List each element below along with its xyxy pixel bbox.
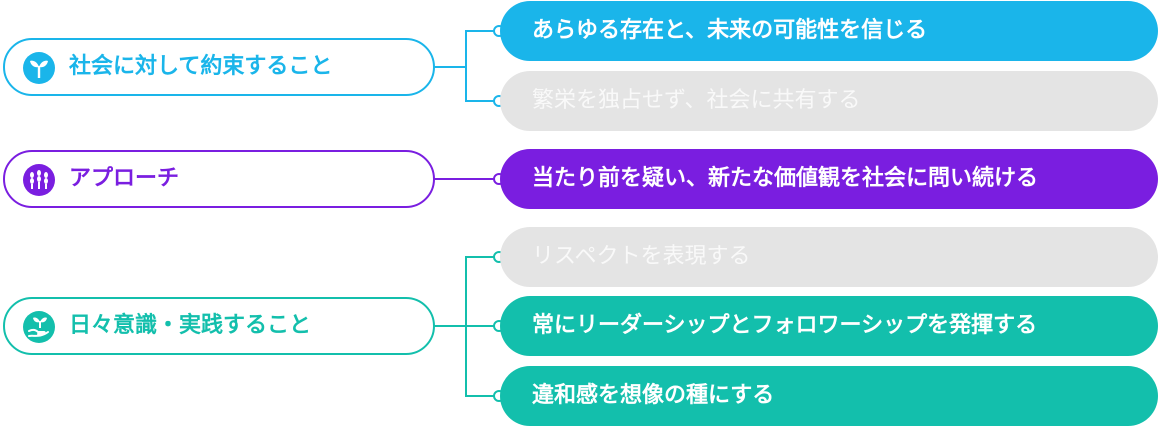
- category-promise: 社会に対して約束すること: [3, 38, 435, 96]
- hand-sprout-icon: [23, 311, 55, 343]
- sprout-icon: [23, 52, 55, 84]
- item-express-respect: リスペクトを表現する: [500, 227, 1158, 287]
- item-share-prosperity: 繁栄を独占せず、社会に共有する: [500, 71, 1158, 131]
- category-daily-practice: 日々意識・実践すること: [3, 297, 435, 355]
- item-question-norms: 当たり前を疑い、新たな価値観を社会に問い続ける: [500, 149, 1158, 209]
- category-label: 日々意識・実践すること: [69, 313, 312, 338]
- connector-group-1: [409, 30, 499, 102]
- wheat-icon: [23, 164, 55, 196]
- item-seed-of-imagination: 違和感を想像の種にする: [500, 366, 1158, 426]
- category-label: 社会に対して約束すること: [69, 54, 333, 79]
- item-believe-future: あらゆる存在と、未来の可能性を信じる: [500, 1, 1158, 61]
- category-label: アプローチ: [69, 166, 180, 191]
- item-leadership-followership: 常にリーダーシップとフォロワーシップを発揮する: [500, 296, 1158, 356]
- category-approach: アプローチ: [3, 150, 435, 208]
